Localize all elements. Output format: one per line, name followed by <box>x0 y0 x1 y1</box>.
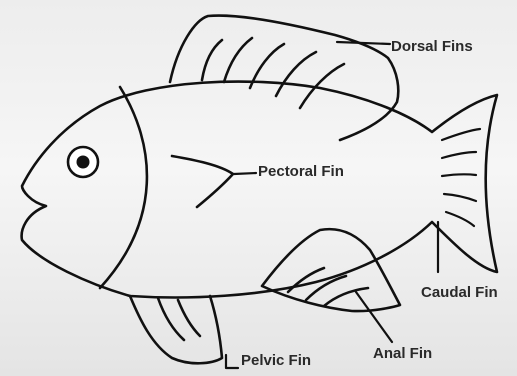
pelvic-fin-label: Pelvic Fin <box>241 353 311 368</box>
fish-body <box>22 82 497 298</box>
anal-pointer <box>356 292 392 342</box>
anal-fin-label: Anal Fin <box>373 346 432 361</box>
caudal-fin-label: Caudal Fin <box>421 285 498 300</box>
pectoral-fin-label: Pectoral Fin <box>258 164 344 179</box>
anal-fin <box>262 229 400 311</box>
pelvic-pointer <box>226 355 238 368</box>
eye <box>68 147 98 177</box>
dorsal-pointer <box>337 42 390 44</box>
caudal-fin-rays <box>442 129 480 226</box>
pectoral-pointer <box>234 173 256 174</box>
dorsal-fin <box>170 16 398 140</box>
pectoral-fin <box>172 156 233 207</box>
gill-line <box>100 87 147 288</box>
dorsal-fins-label: Dorsal Fins <box>391 39 473 54</box>
pelvic-fin <box>130 296 222 363</box>
